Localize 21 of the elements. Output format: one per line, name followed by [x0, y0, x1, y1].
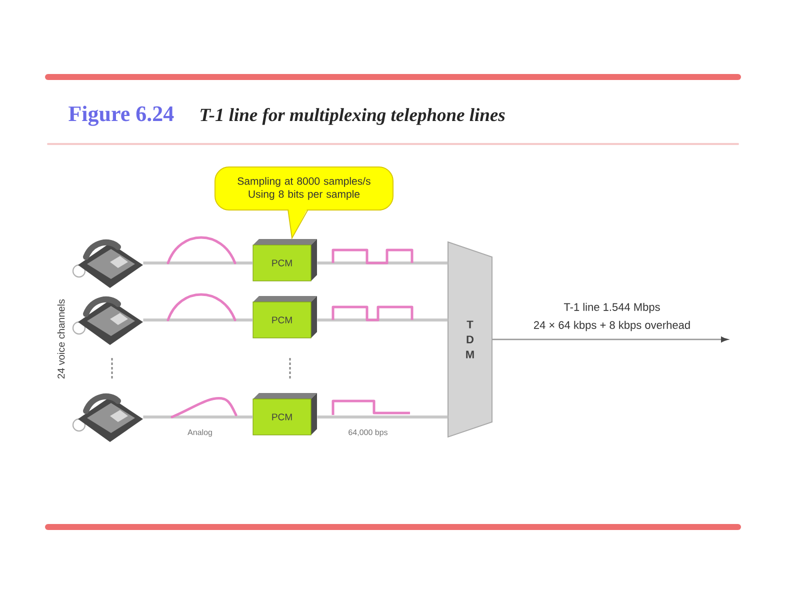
figure-title: Figure 6.24 [68, 106, 174, 126]
waveform-label: 64,000 bps [348, 429, 388, 437]
signal-line [317, 415, 448, 418]
waveform-label: Analog [188, 429, 212, 437]
arrow [492, 336, 728, 342]
telephone [72, 393, 143, 442]
signal-line [317, 261, 448, 264]
side-label: 24 voice channels [57, 299, 65, 378]
callout-bubble: Sampling at 8000 samples/s Using 8 bits per sample [214, 166, 394, 240]
rate-label: 24 × 64 kbps + 8 kbps overhead [534, 320, 690, 332]
pcm-block: PCM [252, 296, 317, 338]
pcm-block: PCM [252, 238, 317, 282]
signal-line [143, 318, 253, 322]
signal-line [317, 318, 448, 322]
telephone [72, 296, 143, 345]
telephone [72, 239, 143, 288]
edge-label: T-1 line 1.544 Mbps [564, 302, 660, 314]
pcm-block: PCM [252, 392, 317, 436]
signal-line [143, 415, 253, 418]
signal-line [143, 261, 253, 264]
figure-caption: T-1 line for multiplexing telephone lines [200, 108, 505, 125]
